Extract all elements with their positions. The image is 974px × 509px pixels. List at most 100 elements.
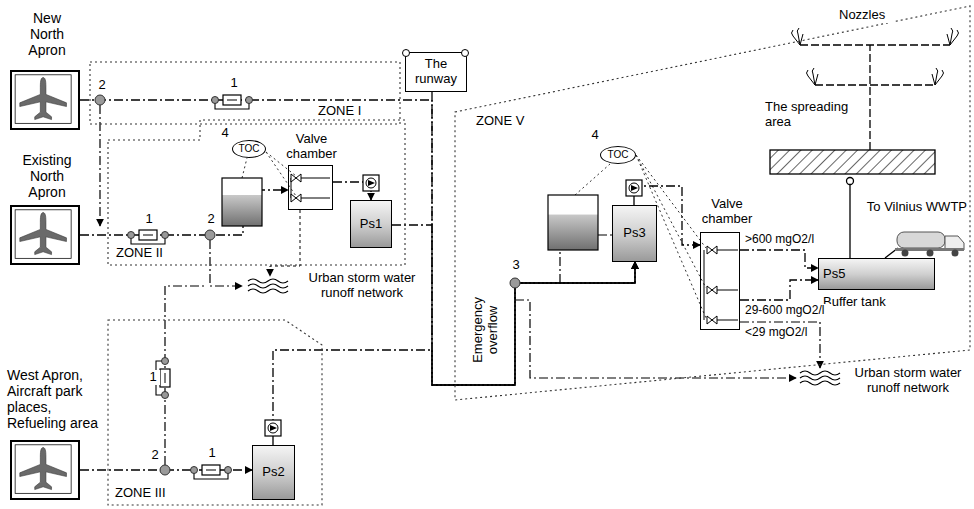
callout-number: 4 [218, 126, 232, 141]
zone-boundary [108, 320, 322, 505]
edge-label: >600 mgO2/l [744, 233, 820, 247]
sensor-label: TOC [603, 149, 633, 161]
valve-symbol [707, 316, 717, 324]
tank-link-pipe [598, 234, 612, 235]
oil-separator [128, 230, 169, 244]
pipe-connector [740, 250, 818, 268]
nozzle-spray [932, 68, 944, 85]
pipe-connector [740, 280, 818, 300]
pipe-connector [273, 262, 635, 445]
runway-label: The runway [408, 57, 464, 87]
pump-symbol [265, 420, 281, 436]
tank-label: Buffer tank [823, 295, 903, 310]
area-label: The spreading area [764, 100, 858, 130]
apron-name: New North Apron [18, 10, 76, 58]
inflow-pipe [559, 252, 560, 283]
truck-cab [945, 236, 964, 250]
outlet-label: Urban storm water runoff network [848, 366, 968, 396]
aircraft-shape [20, 213, 67, 255]
truck-wheel [952, 250, 959, 257]
zone-region: ZONE I [90, 62, 400, 124]
water-body-symbol [800, 371, 840, 385]
valve-piping [704, 250, 738, 320]
destination-label: To Vilnius WWTP [858, 200, 968, 215]
pump-symbol [626, 180, 642, 196]
callout-number: 2 [204, 212, 218, 227]
sensor-label: TOC [235, 143, 263, 155]
zone-label: ZONE III [115, 486, 185, 501]
apron-box: West Apron, Aircraft park places, Refuel… [10, 440, 80, 500]
valve-symbol [707, 246, 717, 254]
outlet-label: Urban storm water runoff network [296, 271, 428, 301]
edge-label: 29-600 mgO2/l [744, 304, 832, 318]
toc-sensor: TOC [232, 140, 266, 158]
valve-symbol [291, 174, 301, 182]
aircraft-icon [12, 442, 78, 498]
callout-number: 1 [227, 76, 241, 91]
zone-boundary [455, 6, 970, 400]
truck-tank [897, 232, 945, 248]
toc-signal-line [575, 164, 610, 195]
pipe-connector [80, 100, 635, 385]
nozzle-manifold [800, 45, 950, 150]
apron-inner-frame [15, 75, 71, 124]
truck-wheel [902, 250, 909, 257]
valve-chamber: Valve chamber [700, 232, 740, 330]
callout-number: 1 [142, 212, 156, 227]
runway-box: The runway [405, 52, 467, 92]
apron-inner-frame [15, 210, 71, 259]
apron-box: Existing North Apron [10, 205, 80, 265]
callout-number: 1 [205, 446, 219, 461]
overflow-label: Emergency overflow [471, 289, 501, 371]
callout-number: 4 [588, 128, 602, 143]
valve-symbol [707, 286, 717, 294]
aircraft-icon [12, 207, 78, 263]
station-label: Ps3 [615, 226, 654, 241]
valve-chamber: Valve chamber [288, 165, 333, 210]
apron-box: New North Apron [10, 70, 80, 130]
buffer-tank: Ps5Buffer tank [818, 258, 935, 290]
pump-station: Ps1 [350, 200, 392, 248]
tanker-truck [895, 232, 964, 257]
zone-boundary [90, 62, 400, 124]
apron-inner-frame [15, 445, 71, 494]
oil-separator [191, 465, 232, 479]
truck-wheel [927, 250, 934, 257]
callout-number: 3 [509, 258, 523, 273]
storage-tank [548, 195, 598, 250]
zone-region: ZONE III Ps2 [108, 320, 322, 505]
station-label: Ps5 [823, 267, 853, 282]
apron-name: Existing North Apron [15, 152, 79, 200]
callout-number: 2 [148, 448, 162, 463]
valve-piping [291, 178, 330, 198]
oil-separator [212, 95, 253, 109]
manhole [510, 278, 520, 288]
water-body-symbol [248, 279, 288, 293]
pump-station: Ps2 [252, 445, 295, 500]
zone-region: ZONE IITOCValve chamberPs1 [108, 120, 405, 265]
callout-number: 1 [146, 370, 160, 385]
callout-number: 2 [95, 78, 109, 93]
station-label: Ps2 [255, 465, 292, 480]
runway-light [462, 50, 469, 57]
valve-point [847, 178, 854, 185]
aircraft-icon [12, 72, 78, 128]
zone-label: ZONE V [476, 114, 538, 129]
apron-name: West Apron, Aircraft park places, Refuel… [7, 367, 105, 431]
aircraft-shape [20, 78, 67, 120]
aircraft-shape [20, 448, 67, 490]
nozzles-label: Nozzles [838, 8, 894, 23]
outlet-pipe [270, 210, 300, 276]
pipe-connector [432, 92, 635, 385]
toc-sensor: TOC [600, 146, 636, 164]
pump-station: Ps3 [612, 205, 657, 262]
storage-tank [222, 178, 262, 226]
manhole [160, 465, 170, 475]
clean-water-pipe [740, 322, 820, 368]
runway-light [403, 50, 410, 57]
spreading-area [770, 150, 935, 174]
overflow-pipe [165, 286, 207, 465]
bypass-pipe [99, 105, 100, 226]
